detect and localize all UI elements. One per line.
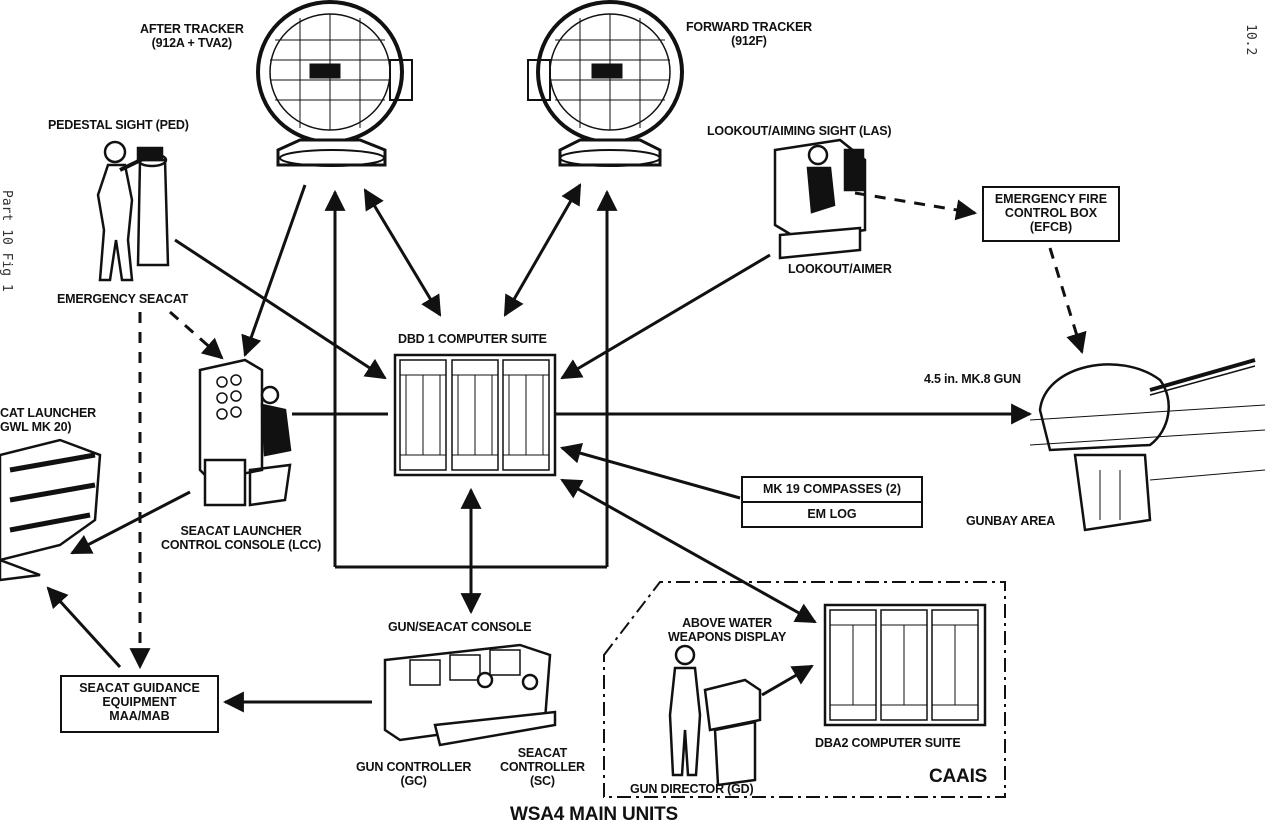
gun-controller-label: GUN CONTROLLER(GC) <box>356 760 472 788</box>
side-note: Part 10 Fig 1 <box>0 190 14 292</box>
forward-tracker-label: FORWARD TRACKER(912F) <box>686 20 812 48</box>
em-log-text: EM LOG <box>807 507 857 521</box>
seacat-launcher-illustration <box>0 438 102 582</box>
emergency-seacat-label: EMERGENCY SEACAT <box>57 292 189 306</box>
page-number: 10.2 <box>1243 24 1258 56</box>
after-tracker-illustration <box>256 0 413 167</box>
gun-seacat-console-illustration <box>383 643 557 747</box>
compasses-box: MK 19 COMPASSES (2) EM LOG <box>741 476 923 528</box>
gun-director-illustration <box>668 644 762 787</box>
forward-tracker-illustration <box>527 0 684 167</box>
lcc-console-illustration <box>198 358 292 507</box>
lookout-aimer-label: LOOKOUT/AIMER <box>788 262 892 276</box>
caais-boundary <box>603 581 1006 798</box>
gunbay-area-label: GUNBAY AREA <box>966 514 1056 528</box>
gun-label: 4.5 in. MK.8 GUN <box>924 372 1021 386</box>
dbd1-cabinets <box>393 353 557 477</box>
gun-director-label: GUN DIRECTOR (GD) <box>630 782 754 796</box>
emergency-connectors <box>129 191 1087 670</box>
gun-seacat-console-label: GUN/SEACAT CONSOLE <box>388 620 532 634</box>
dba2-computer-suite-label: DBA2 COMPUTER SUITE <box>815 736 961 750</box>
lookout-aiming-sight-label: LOOKOUT/AIMING SIGHT (LAS) <box>707 124 892 138</box>
figure-title: WSA4 MAIN UNITS <box>510 804 679 825</box>
caais-label: CAAIS <box>929 766 988 787</box>
dbd1-computer-suite-label: DBD 1 COMPUTER SUITE <box>398 332 547 346</box>
pedestal-sight-label: PEDESTAL SIGHT (PED) <box>48 118 189 132</box>
gun-turret-illustration <box>1029 358 1265 532</box>
lookout-aiming-sight-illustration <box>773 138 867 260</box>
after-tracker-label: AFTER TRACKER(912A + TVA2) <box>140 22 244 50</box>
signal-connectors <box>46 183 1033 713</box>
pedestal-sight-illustration <box>96 140 170 282</box>
compasses-text: MK 19 COMPASSES (2) <box>743 478 921 503</box>
dba2-cabinets <box>823 603 987 727</box>
